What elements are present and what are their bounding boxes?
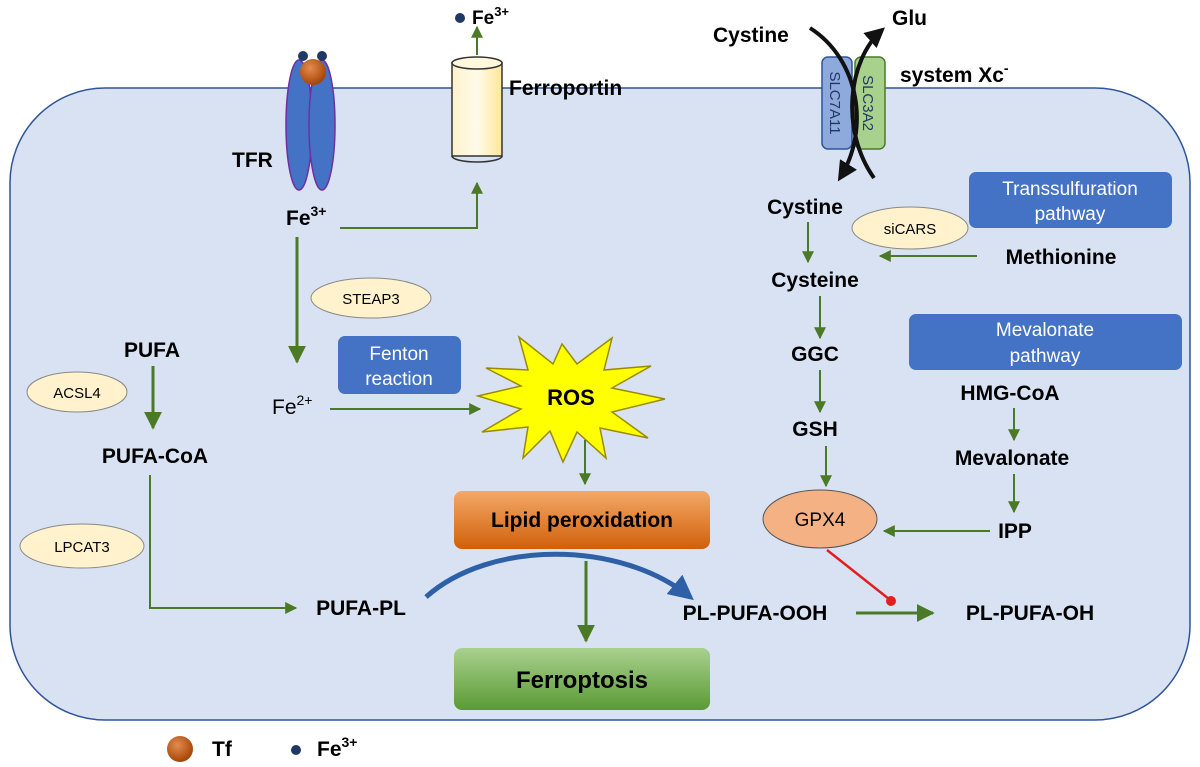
methionine-label: Methionine	[1006, 246, 1117, 269]
gpx4-inhibition	[826, 549, 896, 606]
slc7a11-transporter: SLC7A11	[821, 56, 853, 150]
slc3a2-transporter: SLC3A2	[854, 56, 886, 150]
lpcat3-label: LPCAT3	[54, 539, 110, 556]
pl-pufa-oh-label: PL-PUFA-OH	[966, 602, 1094, 625]
pufa-arrows	[144, 366, 298, 614]
sicars-label: siCARS	[884, 221, 937, 238]
lipid-peroxidation-box	[454, 491, 710, 549]
gsh-label: GSH	[792, 418, 838, 441]
peroxidation-curve-arrow	[424, 551, 694, 601]
fe3-top-label: Fe3+	[472, 4, 509, 29]
ipp-label: IPP	[998, 520, 1032, 543]
transsulfuration-label-2: pathway	[1035, 204, 1106, 225]
lipid-peroxidation-label: Lipid peroxidation	[491, 509, 673, 532]
fenton-label-1: Fenton	[369, 344, 428, 365]
mevalonate-box	[909, 314, 1182, 370]
glu-label: Glu	[892, 7, 927, 30]
cystine-out-label: Cystine	[713, 24, 789, 47]
cystine-in-label: Cystine	[767, 196, 843, 219]
slc3a2-label: SLC3A2	[859, 75, 876, 131]
legend-tf-icon	[167, 736, 193, 762]
fe3-dot-icon	[455, 13, 465, 23]
pufa-coa-label: PUFA-CoA	[102, 445, 208, 468]
xc-exchange-arrows	[808, 26, 885, 182]
transsulfuration-label-1: Transsulfuration	[1002, 179, 1138, 200]
tfr-receptor	[285, 59, 336, 191]
legend: Tf Fe3+	[167, 734, 357, 762]
mevalonate-label: Mevalonate	[955, 447, 1069, 470]
transferrin-icon	[298, 51, 327, 85]
system-xc-label: system Xc-	[900, 60, 1009, 87]
tfr-label: TFR	[232, 149, 273, 172]
mevalonate-arrows	[882, 408, 1020, 537]
fenton-label-2: reaction	[365, 369, 433, 390]
hmg-coa-label: HMG-CoA	[960, 382, 1059, 405]
pl-pufa-ooh-label: PL-PUFA-OOH	[683, 602, 828, 625]
gsh-synthesis-arrows	[802, 222, 977, 488]
acsl4-enzyme	[26, 371, 128, 413]
sicars-enzyme	[851, 206, 969, 250]
acsl4-label: ACSL4	[53, 385, 101, 402]
slc7a11-label: SLC7A11	[826, 71, 843, 134]
central-arrows	[577, 440, 595, 643]
fe2-label: Fe2+	[272, 392, 312, 419]
mevalonate-box-label-1: Mevalonate	[996, 320, 1094, 341]
ferroptosis-label: Ferroptosis	[516, 667, 648, 694]
legend-tf-label: Tf	[212, 738, 233, 761]
gpx4-label: GPX4	[795, 510, 846, 531]
iron-arrows	[288, 25, 483, 415]
ggc-label: GGC	[791, 343, 839, 366]
steap3-label: STEAP3	[342, 291, 400, 308]
ferroportin-channel	[451, 56, 503, 163]
ferroportin-label: Ferroportin	[509, 77, 622, 100]
fenton-reaction-box	[338, 336, 461, 394]
ros-burst	[475, 334, 666, 464]
fe3-cell-label: Fe3+	[286, 203, 326, 230]
pufa-pl-label: PUFA-PL	[316, 597, 406, 620]
mevalonate-box-label-2: pathway	[1010, 346, 1081, 367]
ros-label: ROS	[547, 385, 595, 410]
gpx4-enzyme	[762, 489, 878, 549]
legend-fe-icon	[291, 745, 301, 755]
legend-fe-label: Fe3+	[317, 734, 357, 761]
ferroptosis-box	[454, 648, 710, 710]
pufa-label: PUFA	[124, 339, 180, 362]
cysteine-label: Cysteine	[771, 269, 859, 292]
steap3-enzyme	[310, 277, 432, 319]
lpcat3-enzyme	[19, 523, 145, 569]
transsulfuration-box	[969, 172, 1172, 228]
